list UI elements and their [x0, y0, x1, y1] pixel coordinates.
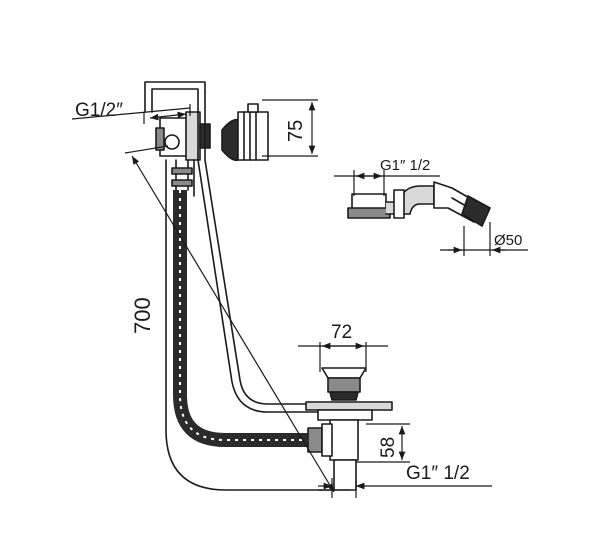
- waste-depth-label: 58: [378, 437, 399, 458]
- waste-plug: [305, 367, 393, 491]
- waste-diameter-label: 72: [331, 322, 352, 343]
- overflow-cap: [221, 103, 269, 162]
- trap-thread-label: G1″ 1/2: [380, 157, 430, 174]
- trap-outlet-label: Ø50: [494, 232, 522, 249]
- outlet-thread-label: G1″ 1/2: [406, 463, 470, 484]
- flexible-hose: [171, 159, 308, 447]
- siphon-trap: [347, 181, 491, 227]
- inlet-thread-label: G1/2″: [75, 100, 123, 121]
- inlet-spout-pipe: [144, 81, 206, 113]
- inlet-thread-leader: [71, 107, 191, 120]
- overflow-valve-block: [155, 111, 211, 161]
- overflow-depth-label: 75: [285, 120, 307, 142]
- waste-height-dimension: [131, 155, 335, 493]
- waste-height-label: 700: [130, 297, 155, 334]
